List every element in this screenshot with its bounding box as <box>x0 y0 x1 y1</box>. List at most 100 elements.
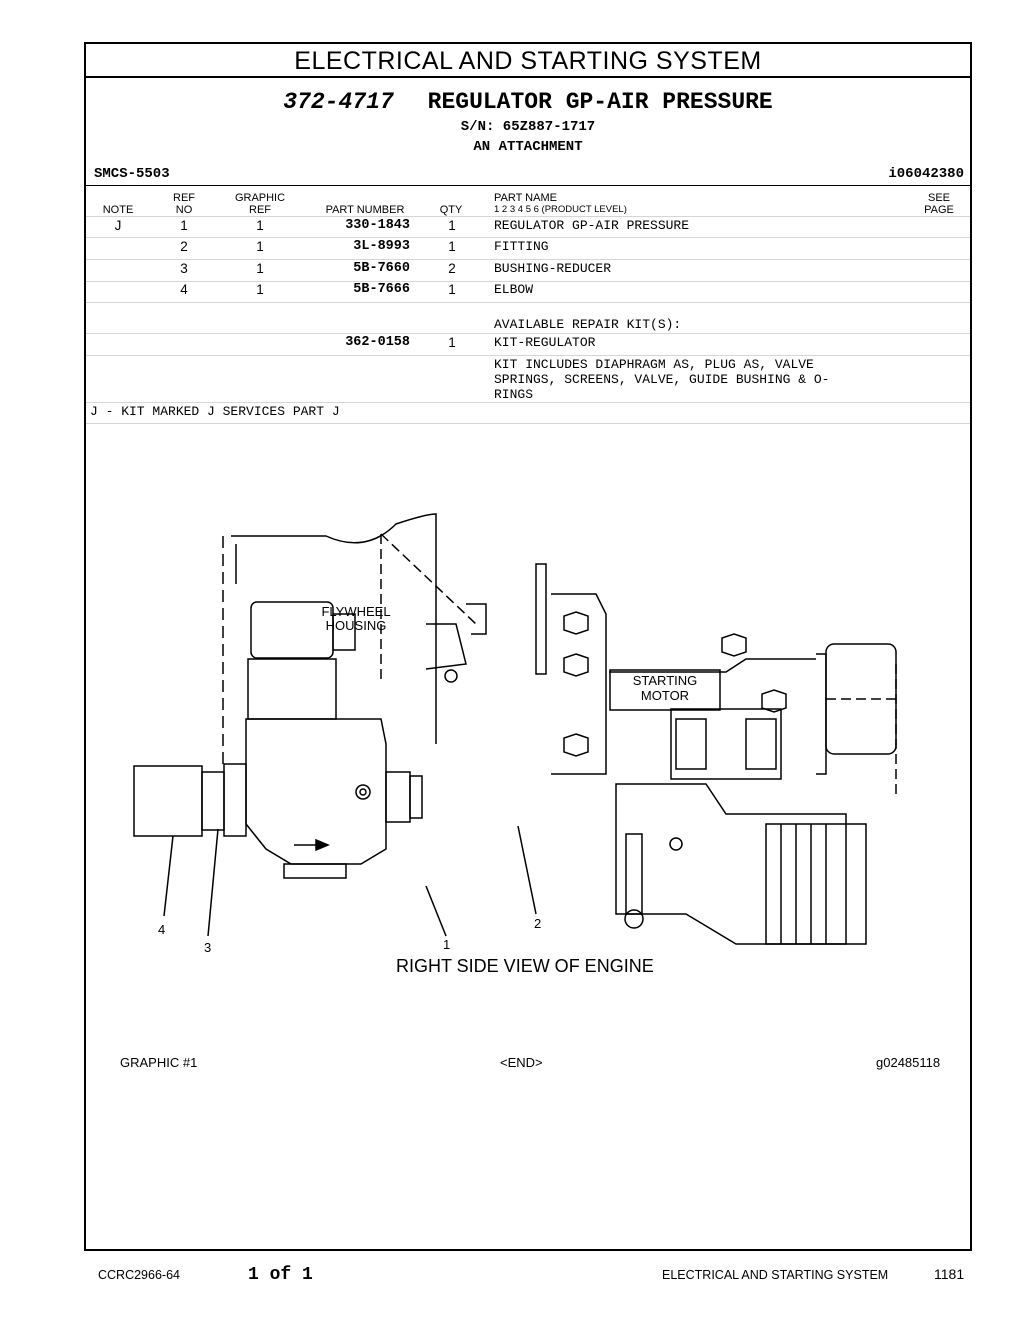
housing-strut <box>380 533 477 684</box>
illustration-caption: RIGHT SIDE VIEW OF ENGINE <box>396 956 654 976</box>
bushing-left-hex <box>223 763 247 837</box>
col-header-see-top: SEE <box>927 192 950 204</box>
terminal-bolt <box>761 689 787 713</box>
flywheel-housing-label-line2: HOUSING <box>326 618 387 633</box>
col-header-ref: REF NO <box>164 192 204 216</box>
mount-bolt-head <box>563 653 589 677</box>
engine-illustration: FLYWHEEL HOUSING STARTING MOTOR 4 3 1 2 <box>133 513 897 955</box>
row-ref: 3 <box>180 261 188 276</box>
fitting-body <box>385 771 411 823</box>
regulator-upper-body <box>247 658 337 720</box>
row-note: J <box>114 218 122 233</box>
row-graphic-ref: 1 <box>256 282 264 297</box>
drain-plug <box>669 837 683 851</box>
graphic-id: g02485118 <box>876 1055 941 1070</box>
terminal-bolt <box>721 633 747 657</box>
flow-arrow-head <box>315 838 330 852</box>
regulator-port-inner <box>359 788 367 796</box>
page-number: 1181 <box>934 1266 965 1282</box>
elbow-fitting <box>133 765 203 837</box>
motor-body-top <box>609 658 816 673</box>
callout-3: 3 <box>204 940 211 955</box>
row-qty: 1 <box>448 218 456 233</box>
callout-leader-2 <box>517 825 537 915</box>
row-qty: 2 <box>448 261 456 276</box>
row-divider <box>86 237 970 238</box>
row-ref: 4 <box>180 282 188 297</box>
row-divider <box>86 355 970 356</box>
smcs-code: SMCS-5503 <box>94 166 170 182</box>
doc-code: CCRC2966-64 <box>98 1268 180 1282</box>
col-header-part-name-top: PART NAME <box>494 192 557 204</box>
solenoid-nut-right <box>745 718 777 770</box>
fitting-nut <box>409 775 423 819</box>
gear-case <box>765 823 867 945</box>
serial-number: S/N: 65Z887-1717 <box>460 119 596 135</box>
col-header-ref-top: REF <box>173 192 195 204</box>
footer-section: ELECTRICAL AND STARTING SYSTEM <box>662 1268 889 1282</box>
attachment-label: AN ATTACHMENT <box>473 139 583 155</box>
row-divider <box>86 302 970 303</box>
row-divider <box>86 281 970 282</box>
mount-bolt-head <box>563 733 589 757</box>
bracket-clip <box>466 603 487 635</box>
row-part-name: FITTING <box>494 239 549 254</box>
graphic-label: GRAPHIC #1 <box>120 1055 198 1070</box>
repair-kit-contents: KIT INCLUDES DIAPHRAGM AS, PLUG AS, VALV… <box>494 357 829 402</box>
starting-motor-label-line2: MOTOR <box>641 688 689 703</box>
section-title: ELECTRICAL AND STARTING SYSTEM <box>86 44 970 78</box>
callout-leader-3 <box>207 828 219 937</box>
col-header-qty: QTY <box>439 204 463 216</box>
starting-motor-label-line1: STARTING <box>633 673 698 688</box>
row-qty: 1 <box>448 239 456 254</box>
regulator-port <box>355 784 371 800</box>
row-part-name: BUSHING-REDUCER <box>494 261 612 276</box>
row-part-number: 5B-7666 <box>353 282 410 297</box>
row-divider <box>86 423 970 424</box>
regulator-base <box>283 863 347 879</box>
row-part-name: ELBOW <box>494 282 534 297</box>
row-qty: 1 <box>448 282 456 297</box>
part-header-title: 372-4717 REGULATOR GP-AIR PRESSURE <box>86 89 970 115</box>
flywheel-housing-label-line1: FLYWHEEL <box>321 604 390 619</box>
repair-kit-heading: AVAILABLE REPAIR KIT(S): <box>494 317 682 332</box>
header-part-number: 372-4717 <box>283 89 394 115</box>
col-header-see-page: SEE PAGE <box>916 192 962 216</box>
row-graphic-ref: 1 <box>256 261 264 276</box>
row-part-number: 5B-7660 <box>353 261 410 276</box>
regulator-body <box>245 718 387 865</box>
callout-4: 4 <box>158 922 165 937</box>
regulator-cap-nut <box>332 613 356 651</box>
row-graphic-ref: 1 <box>256 239 264 254</box>
col-header-graphic-top: GRAPHIC <box>234 192 286 204</box>
repair-kit-qty: 1 <box>448 335 456 350</box>
drain-tube <box>625 833 643 915</box>
product-level-header: 1 2 3 4 5 6 (PRODUCT LEVEL) <box>494 204 627 215</box>
callout-1: 1 <box>443 937 450 952</box>
mount-bolt-head <box>563 611 589 635</box>
drain-cap <box>624 909 644 929</box>
end-marker: <END> <box>500 1055 543 1070</box>
bushing-left <box>201 771 225 831</box>
col-header-part-name: PART NAME 1 2 3 4 5 6 (PRODUCT LEVEL) <box>494 192 627 216</box>
col-header-part-number: PART NUMBER <box>325 204 405 216</box>
col-header-see-bottom: PAGE <box>924 204 954 216</box>
page-of: 1 of 1 <box>248 1265 313 1285</box>
bracket-bolt <box>444 669 458 683</box>
col-header-ref-bottom: NO <box>175 204 193 216</box>
col-header-graphic-bottom: REF <box>249 204 271 216</box>
solenoid-nut-left <box>675 718 707 770</box>
kit-contents-line: KIT INCLUDES DIAPHRAGM AS, PLUG AS, VALV… <box>494 357 814 372</box>
row-divider <box>86 333 970 334</box>
row-part-name: REGULATOR GP-AIR PRESSURE <box>494 218 690 233</box>
motor-mounting-plate <box>551 593 607 775</box>
callout-2: 2 <box>534 916 541 931</box>
kit-note: J - KIT MARKED J SERVICES PART J <box>90 404 340 419</box>
document-identifier: i06042380 <box>888 166 964 182</box>
motor-flange-left <box>535 563 547 675</box>
row-part-number: 3L-8993 <box>353 239 410 254</box>
header-part-name: REGULATOR GP-AIR PRESSURE <box>427 89 773 115</box>
row-divider <box>86 402 970 403</box>
gear-case-ribs <box>780 824 827 944</box>
